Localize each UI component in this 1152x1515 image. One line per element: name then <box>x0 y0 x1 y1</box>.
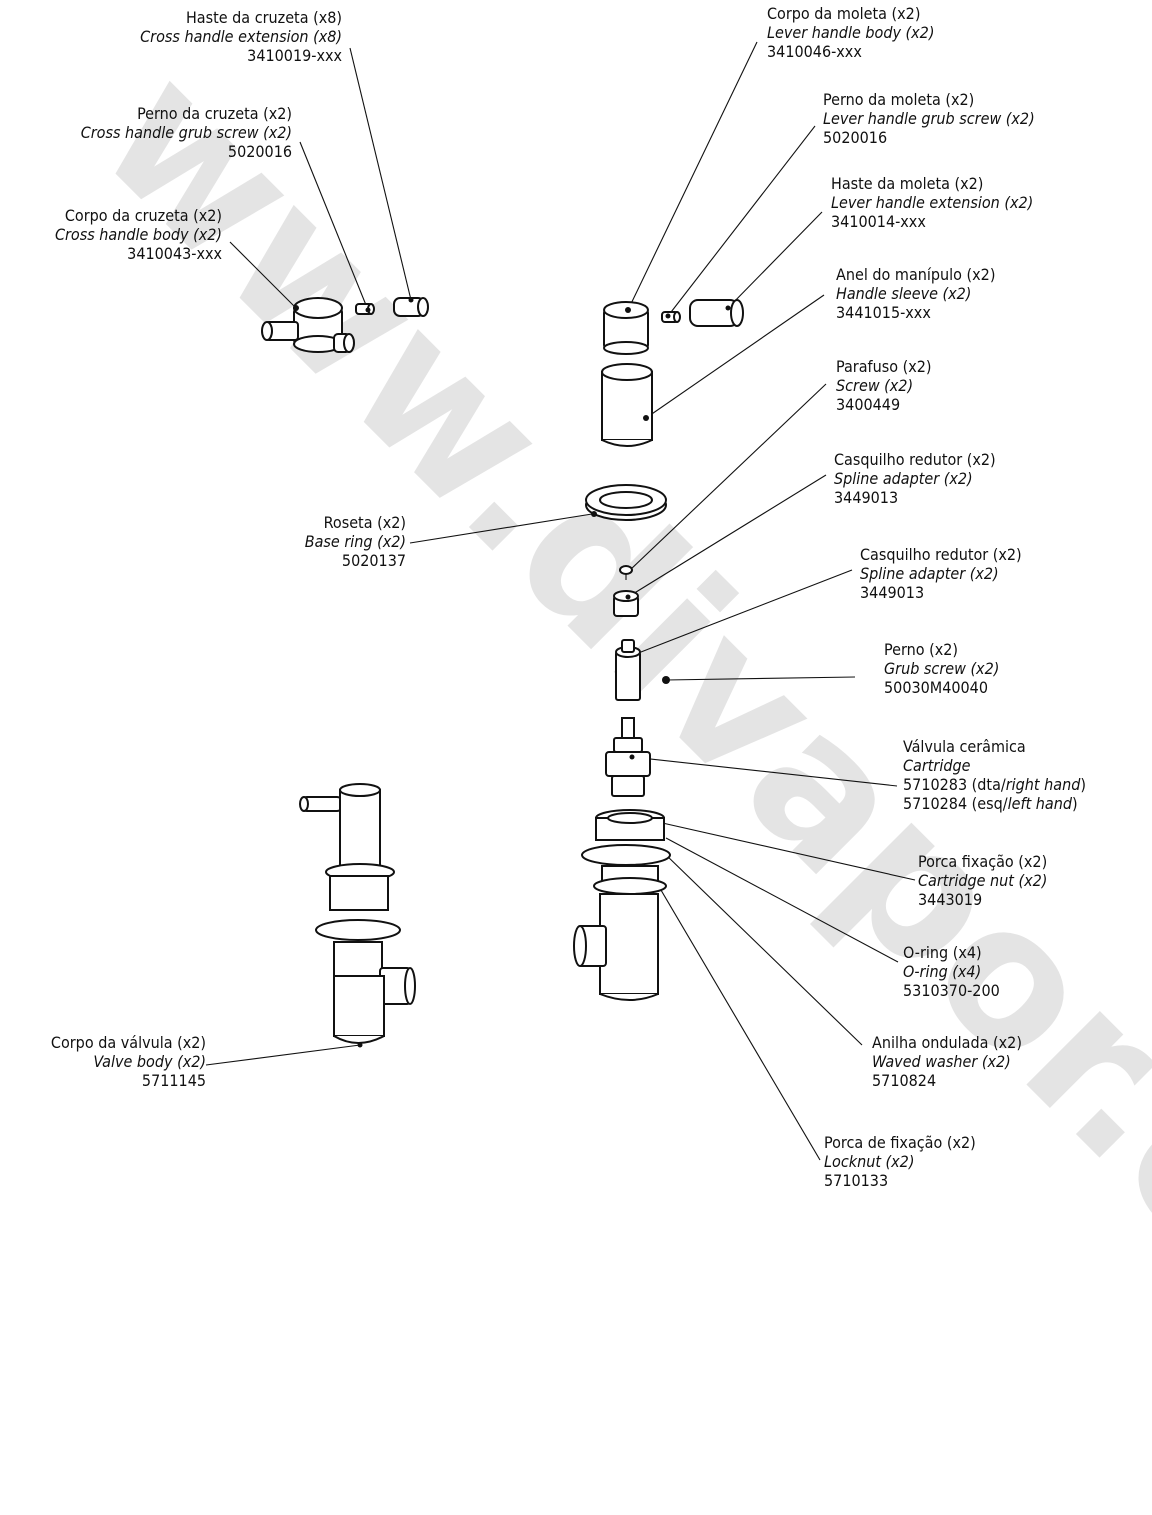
grub-screw <box>615 639 641 701</box>
label-code: 5710824 <box>872 1071 937 1090</box>
label-en: Screw (x2) <box>836 376 914 395</box>
spline-adapter <box>613 590 639 617</box>
label-cross-handle-extension: Haste da cruzeta (x8) Cross handle exten… <box>70 8 342 65</box>
label-code: 3443019 <box>918 890 983 909</box>
valve-body-assembled <box>299 783 416 1048</box>
label-code: 3449013 <box>860 583 925 602</box>
label-locknut: Porca de fixação (x2) Locknut (x2) 57101… <box>824 1133 976 1190</box>
handle-sleeve <box>601 363 653 447</box>
label-pt: Válvula cerâmica <box>903 737 1026 756</box>
label-code-right: 5710283 (dta/right hand) <box>903 775 1086 794</box>
label-pt: Haste da moleta (x2) <box>831 174 984 193</box>
label-screw: Parafuso (x2) Screw (x2) 3400449 <box>836 357 931 414</box>
screw <box>619 565 633 580</box>
label-code: 5710133 <box>824 1171 889 1190</box>
label-pt: Perno (x2) <box>884 640 959 659</box>
lever-handle-extension <box>689 299 744 327</box>
label-code: 3410014-xxx <box>831 212 926 231</box>
label-pt: Casquilho redutor (x2) <box>860 545 1022 564</box>
cartridge <box>605 717 651 797</box>
label-code: 3441015-xxx <box>836 303 931 322</box>
label-cartridge: Válvula cerâmica Cartridge 5710283 (dta/… <box>903 737 1086 813</box>
label-cartridge-nut: Porca fixação (x2) Cartridge nut (x2) 34… <box>918 852 1047 909</box>
label-en: Cartridge <box>903 756 971 775</box>
label-cross-handle-body: Corpo da cruzeta (x2) Cross handle body … <box>0 206 222 263</box>
label-pt: Porca de fixação (x2) <box>824 1133 976 1152</box>
label-code: 5020016 <box>823 128 888 147</box>
label-en: Grub screw (x2) <box>884 659 1000 678</box>
base-ring <box>585 484 667 521</box>
label-code-left: 5710284 (esq/left hand) <box>903 794 1078 813</box>
label-pt: Anel do manípulo (x2) <box>836 265 996 284</box>
cross-handle-body <box>261 297 355 353</box>
label-cross-handle-grub-screw: Perno da cruzeta (x2) Cross handle grub … <box>20 104 292 161</box>
lever-handle-grub-screw <box>661 311 681 323</box>
label-code: 3410019-xxx <box>247 46 342 65</box>
label-en: Lever handle extension (x2) <box>831 193 1034 212</box>
label-en: Base ring (x2) <box>304 532 406 551</box>
label-lever-handle-grub-screw: Perno da moleta (x2) Lever handle grub s… <box>823 90 1035 147</box>
label-pt: O-ring (x4) <box>903 943 982 962</box>
label-pt: Porca fixação (x2) <box>918 852 1048 871</box>
label-en: Cross handle body (x2) <box>54 225 222 244</box>
label-en: O-ring (x4) <box>903 962 982 981</box>
label-lever-handle-extension: Haste da moleta (x2) Lever handle extens… <box>831 174 1033 231</box>
label-en: Spline adapter (x2) <box>860 564 999 583</box>
lever-handle-body <box>603 301 649 355</box>
leader-lines <box>205 41 916 1161</box>
label-pt: Corpo da válvula (x2) <box>50 1033 206 1052</box>
label-grub-screw: Perno (x2) Grub screw (x2) 50030M40040 <box>884 640 999 697</box>
valve-body-exploded <box>573 809 671 1001</box>
label-handle-sleeve: Anel do manípulo (x2) Handle sleeve (x2)… <box>836 265 995 322</box>
label-code: 5310370-200 <box>903 981 1000 1000</box>
label-en: Lever handle body (x2) <box>767 23 935 42</box>
label-o-ring: O-ring (x4) O-ring (x4) 5310370-200 <box>903 943 1000 1000</box>
label-en: Cross handle extension (x8) <box>140 27 342 46</box>
label-pt: Perno da moleta (x2) <box>823 90 975 109</box>
label-code: 50030M40040 <box>884 678 988 697</box>
label-pt: Anilha ondulada (x2) <box>872 1033 1022 1052</box>
label-en: Waved washer (x2) <box>872 1052 1011 1071</box>
label-pt: Perno da cruzeta (x2) <box>137 104 292 123</box>
label-en: Handle sleeve (x2) <box>836 284 972 303</box>
label-spline-adapter-1: Casquilho redutor (x2) Spline adapter (x… <box>834 450 996 507</box>
label-en: Lever handle grub screw (x2) <box>823 109 1035 128</box>
label-pt: Corpo da cruzeta (x2) <box>64 206 222 225</box>
label-code: 5711145 <box>141 1071 206 1090</box>
label-code: 3400449 <box>836 395 901 414</box>
label-code: 3449013 <box>834 488 899 507</box>
label-pt: Roseta (x2) <box>323 513 406 532</box>
label-lever-handle-body: Corpo da moleta (x2) Lever handle body (… <box>767 4 934 61</box>
label-base-ring: Roseta (x2) Base ring (x2) 5020137 <box>228 513 406 570</box>
label-spline-adapter-2: Casquilho redutor (x2) Spline adapter (x… <box>860 545 1022 602</box>
label-code: 5020016 <box>227 142 292 161</box>
label-pt: Parafuso (x2) <box>836 357 932 376</box>
label-en: Cartridge nut (x2) <box>918 871 1048 890</box>
label-pt: Casquilho redutor (x2) <box>834 450 996 469</box>
label-pt: Corpo da moleta (x2) <box>767 4 921 23</box>
cross-handle-grub-screw <box>355 303 375 315</box>
label-pt: Haste da cruzeta (x8) <box>185 8 342 27</box>
exploded-diagram <box>205 41 916 1161</box>
label-code: 3410046-xxx <box>767 42 862 61</box>
label-en: Valve body (x2) <box>93 1052 206 1071</box>
label-waved-washer: Anilha ondulada (x2) Waved washer (x2) 5… <box>872 1033 1022 1090</box>
label-en: Cross handle grub screw (x2) <box>80 123 292 142</box>
label-valve-body: Corpo da válvula (x2) Valve body (x2) 57… <box>4 1033 206 1090</box>
label-code: 3410043-xxx <box>127 244 222 263</box>
cross-handle-extension <box>393 297 429 317</box>
label-en: Spline adapter (x2) <box>834 469 973 488</box>
label-en: Locknut (x2) <box>824 1152 915 1171</box>
label-code: 5020137 <box>341 551 406 570</box>
